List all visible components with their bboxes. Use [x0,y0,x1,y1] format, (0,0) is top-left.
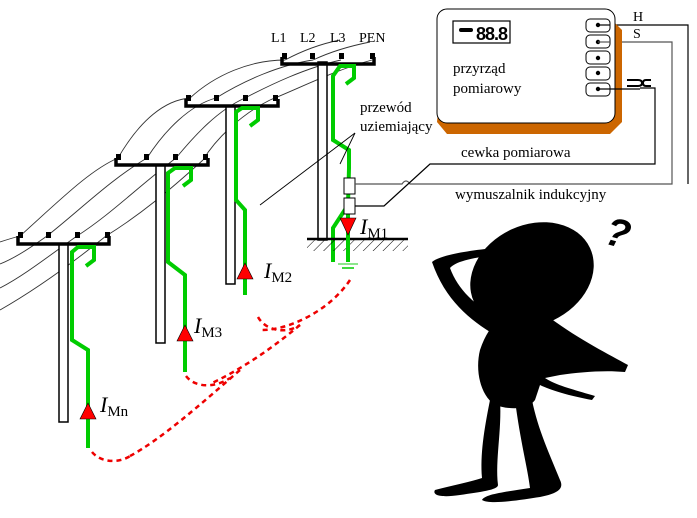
return-current-path [91,279,352,463]
meter-title-line2: pomiarowy [453,81,522,97]
inductive-forcer-label: wymuszalnik indukcyjny [455,187,607,203]
measuring-coil-label: cewka pomiarowa [461,145,571,161]
wire-coil-to-S [355,41,673,185]
earth-conductors [70,64,356,448]
leader-lines [259,132,356,206]
earth-conductor-pole-2 [166,166,193,372]
measuring-coil [343,177,356,195]
arrow-IMn [79,402,97,420]
earth-conductor-pole-3 [234,106,260,295]
display-value: 88.8 [476,24,508,44]
question-mark-icon: ? [600,209,635,258]
arrow-IM3 [176,324,194,342]
pole-1 [16,232,111,423]
figure-torso [478,313,628,409]
current-arrows [79,217,357,420]
thinking-person-figure: ? [432,209,635,503]
meter-terminals [585,18,611,97]
pole-2 [114,154,210,344]
phase-label-PEN: PEN [359,31,385,46]
wire-H [605,24,689,184]
terminal-wires [598,24,640,90]
pole-4 [280,53,376,241]
meter-display [452,20,511,44]
display-minus-sign [459,28,473,32]
label-IM3: IM3 [193,313,222,341]
phase-label-L2: L2 [300,31,316,46]
phase-label-L1: L1 [271,31,287,46]
figure-arm-raised [432,240,555,335]
inductive-forcer [343,197,356,215]
earth-wire-label-line2: uziemiający [360,119,433,135]
wire-forcer-to-clamp [355,87,656,207]
earth-conductor-pole-1 [70,245,96,448]
label-IM2: IM2 [263,258,292,286]
arrow-IM1 [339,217,357,236]
label-IMn: IMn [99,392,129,420]
clamp-icon [627,79,651,87]
ground-hatch [307,237,408,251]
figure-leg-right [482,400,562,503]
arrow-IM2 [236,262,254,280]
pole-3 [184,95,280,285]
earth-conductor-pole-4 [331,64,356,262]
phase-label-L3: L3 [330,31,346,46]
figure-leg-left [434,400,501,497]
terminal-label-S: S [633,27,641,42]
meter-wiring [355,24,689,207]
meter-title-line1: przyrząd [453,61,506,77]
label-IM1: IM1 [359,214,388,242]
earth-wire-label-line1: przewód [360,100,412,116]
terminal-label-H: H [633,10,643,25]
measuring-instrument: 88.8 przyrząd pomiarowy H S [436,8,651,134]
overhead-wires [0,39,373,311]
